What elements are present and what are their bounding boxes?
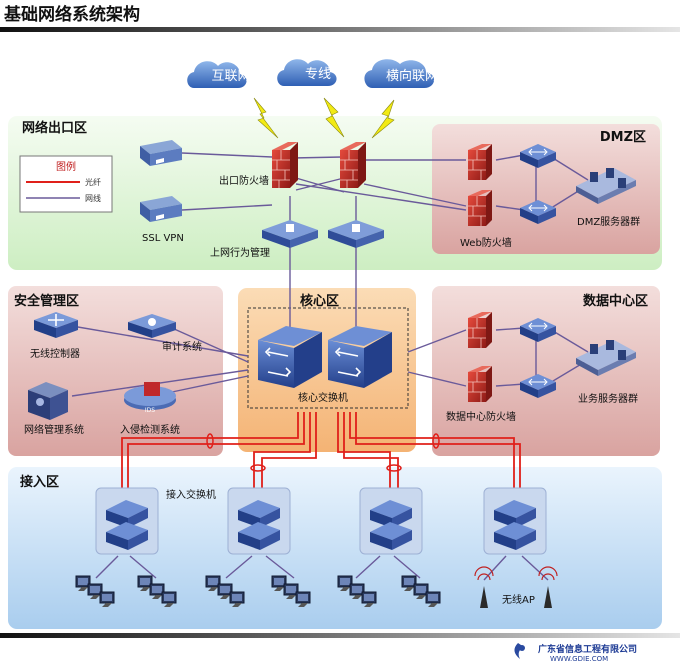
legend-title: 图例: [56, 160, 76, 173]
ssl-vpn-label: SSL VPN: [142, 233, 184, 244]
firewall-icon: [468, 144, 492, 180]
behavior-mgmt-device: [328, 220, 384, 248]
wireless-controller-label: 无线控制器: [30, 347, 80, 360]
computer-icon: [413, 583, 429, 599]
egress-firewall-label: 出口防火墙: [219, 174, 269, 187]
server-icon: [576, 168, 636, 204]
computer-icon: [217, 583, 233, 599]
computer-icon: [401, 575, 417, 591]
access-zone-title: 接入区: [20, 474, 59, 490]
cloud-icon: [277, 59, 337, 86]
computer-icon: [361, 591, 377, 607]
security-zone-title: 安全管理区: [14, 293, 79, 309]
ids-label: 入侵检测系统: [120, 423, 180, 436]
computer-icon: [161, 591, 177, 607]
behavior-mgmt-label: 上网行为管理: [210, 246, 270, 259]
cable-links: [71, 152, 589, 581]
page-title: 基础网络系统架构: [3, 4, 140, 25]
network-mgmt-label: 网络管理系统: [24, 423, 84, 436]
switch-icon: [520, 318, 556, 342]
computer-cluster: [75, 575, 441, 607]
lock-icon: [286, 224, 294, 232]
switch-icon: [520, 144, 556, 168]
ssl-vpn-device: [140, 140, 182, 166]
lock-icon: [352, 224, 360, 232]
core-switch-group: [247, 307, 409, 409]
audit-system-device: [128, 314, 176, 338]
internet-label: 互联网: [211, 69, 250, 84]
firewall-icon: [468, 366, 492, 402]
wireless-controller-device: [34, 312, 78, 338]
biz-servers-label: 业务服务器群: [578, 392, 638, 405]
ids-device: [124, 382, 176, 410]
computer-icon: [205, 575, 221, 591]
switch-icon: [227, 487, 291, 555]
computer-icon: [87, 583, 103, 599]
switch-icon: [483, 487, 547, 555]
computer-icon: [425, 591, 441, 607]
computer-icon: [75, 575, 91, 591]
fiber-bundle-markers: [206, 433, 440, 472]
egress-zone-title: 网络出口区: [22, 120, 87, 136]
cloud-icon: [364, 59, 435, 88]
computer-icon: [271, 575, 287, 591]
lightning-icon: [323, 97, 345, 138]
lightning-icon: [371, 99, 395, 139]
legend: 图例 光纤 网线: [19, 155, 113, 213]
switch-icon: [95, 487, 159, 555]
computer-icon: [137, 575, 153, 591]
footer-url: WWW.GDIE.COM: [550, 655, 608, 663]
firewall-icon: [468, 190, 492, 226]
datacenter-zone-title: 数据中心区: [583, 293, 648, 309]
ssl-vpn-device: [140, 196, 182, 222]
access-switch-label: 接入交换机: [166, 488, 216, 501]
server-icon: [576, 340, 636, 376]
computer-icon: [349, 583, 365, 599]
audit-system-label: 审计系统: [162, 340, 202, 353]
switch-icon: [520, 200, 556, 224]
ids-badge: IDS: [145, 407, 155, 414]
datacenter-zone: [432, 286, 660, 456]
switch-icon: [328, 326, 392, 388]
firewall-icon: [340, 142, 366, 188]
footer-divider: [0, 633, 680, 638]
antenna-icon: [474, 566, 494, 608]
header-divider: [0, 27, 680, 32]
horizontal-link-label: 横向联网: [386, 68, 438, 84]
firewall-icon: [468, 312, 492, 348]
core-switch-label: 核心交换机: [298, 391, 348, 404]
dmz-zone-title: DMZ区: [600, 130, 646, 145]
behavior-mgmt-device: [262, 220, 318, 248]
switch-icon: [359, 487, 423, 555]
network-mgmt-device: [28, 382, 68, 420]
dc-firewall-label: 数据中心防火墙: [446, 410, 516, 423]
legend-cable-label: 网线: [85, 193, 101, 203]
leased-line-label: 专线: [305, 67, 331, 82]
cloud-icon: [187, 61, 247, 88]
computer-icon: [295, 591, 311, 607]
firewall-icon: [272, 142, 298, 188]
computer-icon: [283, 583, 299, 599]
footer-company: 广东省信息工程有限公司: [538, 643, 637, 655]
wireless-ap-label: 无线AP: [502, 593, 535, 606]
computer-icon: [99, 591, 115, 607]
logo-icon: [514, 643, 525, 659]
dmz-servers-label: DMZ服务器群: [577, 215, 640, 228]
web-firewall-label: Web防火墙: [460, 236, 512, 249]
antenna-icon: [538, 566, 558, 608]
core-zone-title: 核心区: [300, 293, 339, 309]
legend-fiber-label: 光纤: [85, 177, 101, 187]
computer-icon: [337, 575, 353, 591]
computer-icon: [149, 583, 165, 599]
lightning-icon: [253, 97, 279, 139]
switch-icon: [258, 326, 322, 388]
computer-icon: [229, 591, 245, 607]
switch-icon: [520, 374, 556, 398]
